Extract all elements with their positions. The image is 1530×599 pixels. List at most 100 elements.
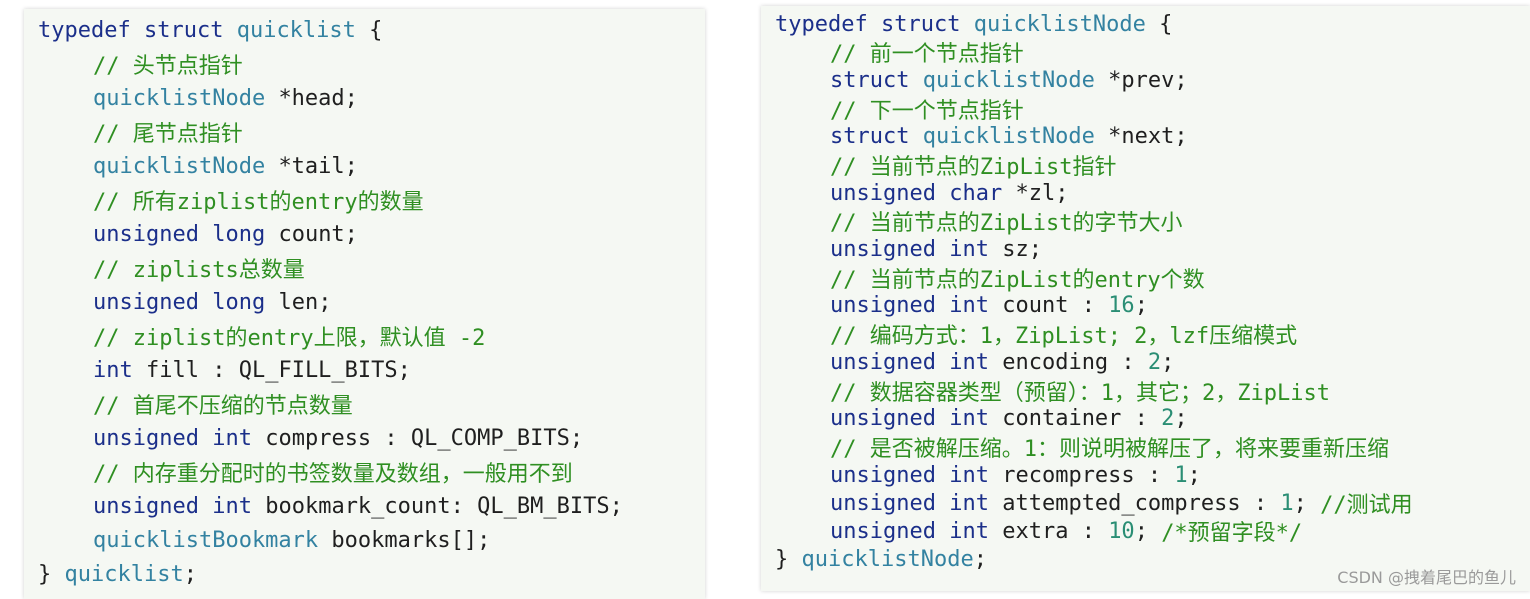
code-token: // 当前节点的ZipList的字节大小: [830, 211, 1183, 237]
code-line: unsigned int container : 2;: [761, 405, 1530, 433]
code-token: [936, 491, 949, 516]
code-token: unsigned: [93, 425, 199, 451]
code-token: sz;: [1002, 237, 1042, 263]
code-token: // 当前节点的ZipList的entry个数: [830, 267, 1205, 293]
code-token: unsigned: [830, 462, 936, 488]
code-token: unsigned: [830, 180, 936, 206]
code-token: bookmarks[];: [331, 527, 491, 553]
code-token: compress : QL_COMP_BITS;: [265, 425, 584, 451]
code-token: // 前一个节点指针: [830, 42, 1024, 68]
code-token: [252, 494, 265, 519]
code-token: [1002, 181, 1015, 206]
code-token: recompress :: [1002, 462, 1175, 488]
code-token: [989, 519, 1002, 544]
code-token: {: [355, 17, 383, 43]
code-token: [252, 426, 265, 451]
code-panel-quicklistnode: typedef struct quicklistNode { // 前一个节点指针…: [761, 6, 1530, 591]
code-token: struct: [830, 124, 910, 150]
code-token: //测试用: [1320, 493, 1413, 519]
code-line: // 头节点指针: [24, 47, 705, 81]
code-token: }: [775, 547, 802, 573]
code-token: count :: [1002, 293, 1109, 319]
code-token: [936, 181, 949, 206]
code-token: quicklistBookmark: [93, 527, 319, 553]
code-line: // 前一个节点指针: [761, 38, 1530, 68]
code-token: quicklist: [236, 17, 356, 43]
code-token: ;: [1293, 490, 1321, 516]
code-token: 1: [1280, 490, 1294, 516]
code-token: [265, 154, 278, 179]
code-line: unsigned int encoding : 2;: [761, 348, 1530, 376]
code-token: len;: [278, 289, 332, 315]
code-token: int: [949, 518, 989, 544]
code-token: [909, 68, 922, 93]
code-token: ;: [1134, 518, 1162, 544]
code-token: [199, 494, 212, 519]
code-token: [936, 350, 949, 375]
code-token: int: [212, 425, 252, 451]
code-line: // 是否被解压缩。1：则说明被解压了，将来要重新压缩: [761, 433, 1530, 462]
code-token: *prev;: [1108, 67, 1188, 93]
code-token: struct: [143, 17, 224, 43]
code-token: unsigned: [830, 406, 936, 432]
code-line: quicklistBookmark bookmarks[];: [24, 523, 705, 557]
code-token: count;: [278, 221, 358, 247]
code-token: 10: [1108, 518, 1135, 544]
code-line: unsigned int sz;: [761, 236, 1530, 264]
code-token: int: [949, 490, 989, 516]
code-token: [199, 290, 212, 315]
code-token: container :: [1002, 406, 1162, 432]
code-token: [936, 463, 949, 488]
code-line: unsigned int count : 16;: [761, 292, 1530, 320]
code-line: unsigned int attempted_compress : 1; //测…: [761, 489, 1530, 519]
code-token: [936, 406, 949, 431]
code-token: int: [949, 349, 989, 375]
code-token: char: [949, 180, 1003, 206]
code-token: }: [38, 561, 65, 587]
code-line: typedef struct quicklist {: [24, 13, 705, 47]
code-token: // ziplists总数量: [93, 258, 305, 283]
code-token: [989, 237, 1002, 262]
code-line: // 首尾不压缩的节点数量: [24, 387, 705, 421]
code-token: /*预留字段*/: [1161, 521, 1303, 547]
code-token: [868, 12, 881, 37]
code-line: quicklistNode *head;: [24, 81, 705, 115]
code-token: [909, 124, 922, 149]
code-token: typedef: [775, 11, 868, 37]
code-token: quicklist: [64, 561, 184, 587]
code-token: 2: [1147, 349, 1162, 375]
code-token: long: [212, 221, 266, 247]
code-token: *head;: [278, 85, 358, 111]
code-token: quicklistNode: [973, 11, 1146, 37]
code-line: unsigned long count;: [24, 217, 705, 251]
code-token: [199, 426, 212, 451]
code-line: // 当前节点的ZipList的字节大小: [761, 207, 1530, 237]
code-token: // 是否被解压缩。1：则说明被解压了，将来要重新压缩: [830, 436, 1389, 462]
code-token: int: [949, 293, 989, 319]
code-token: // 内存重分配时的书签数量及数组，一般用不到: [93, 462, 573, 487]
code-token: quicklistNode: [93, 85, 266, 111]
code-token: // 所有ziplist的entry的数量: [93, 190, 424, 215]
code-line: int fill : QL_FILL_BITS;: [24, 353, 705, 387]
code-token: [265, 290, 278, 315]
code-token: attempted_compress :: [1002, 490, 1281, 516]
code-token: int: [93, 357, 133, 383]
code-token: *next;: [1108, 124, 1188, 150]
code-token: [1095, 68, 1108, 93]
code-token: ;: [1174, 406, 1188, 432]
code-token: quicklistNode: [922, 124, 1095, 150]
code-line: struct quicklistNode *prev;: [761, 66, 1530, 94]
code-token: quicklistNode: [93, 153, 266, 179]
code-token: unsigned: [830, 293, 936, 319]
code-token: ;: [183, 561, 197, 587]
code-token: quicklistNode: [801, 547, 974, 573]
code-line: // 所有ziplist的entry的数量: [24, 183, 705, 217]
code-token: struct: [880, 11, 961, 37]
code-line: // ziplist的entry上限，默认值 -2: [24, 319, 705, 353]
code-token: int: [212, 493, 252, 519]
code-token: *zl;: [1015, 180, 1069, 206]
code-line: // 编码方式：1，ZipList; 2，lzf压缩模式: [761, 320, 1530, 349]
code-token: {: [1145, 11, 1173, 37]
code-token: quicklistNode: [922, 67, 1095, 93]
